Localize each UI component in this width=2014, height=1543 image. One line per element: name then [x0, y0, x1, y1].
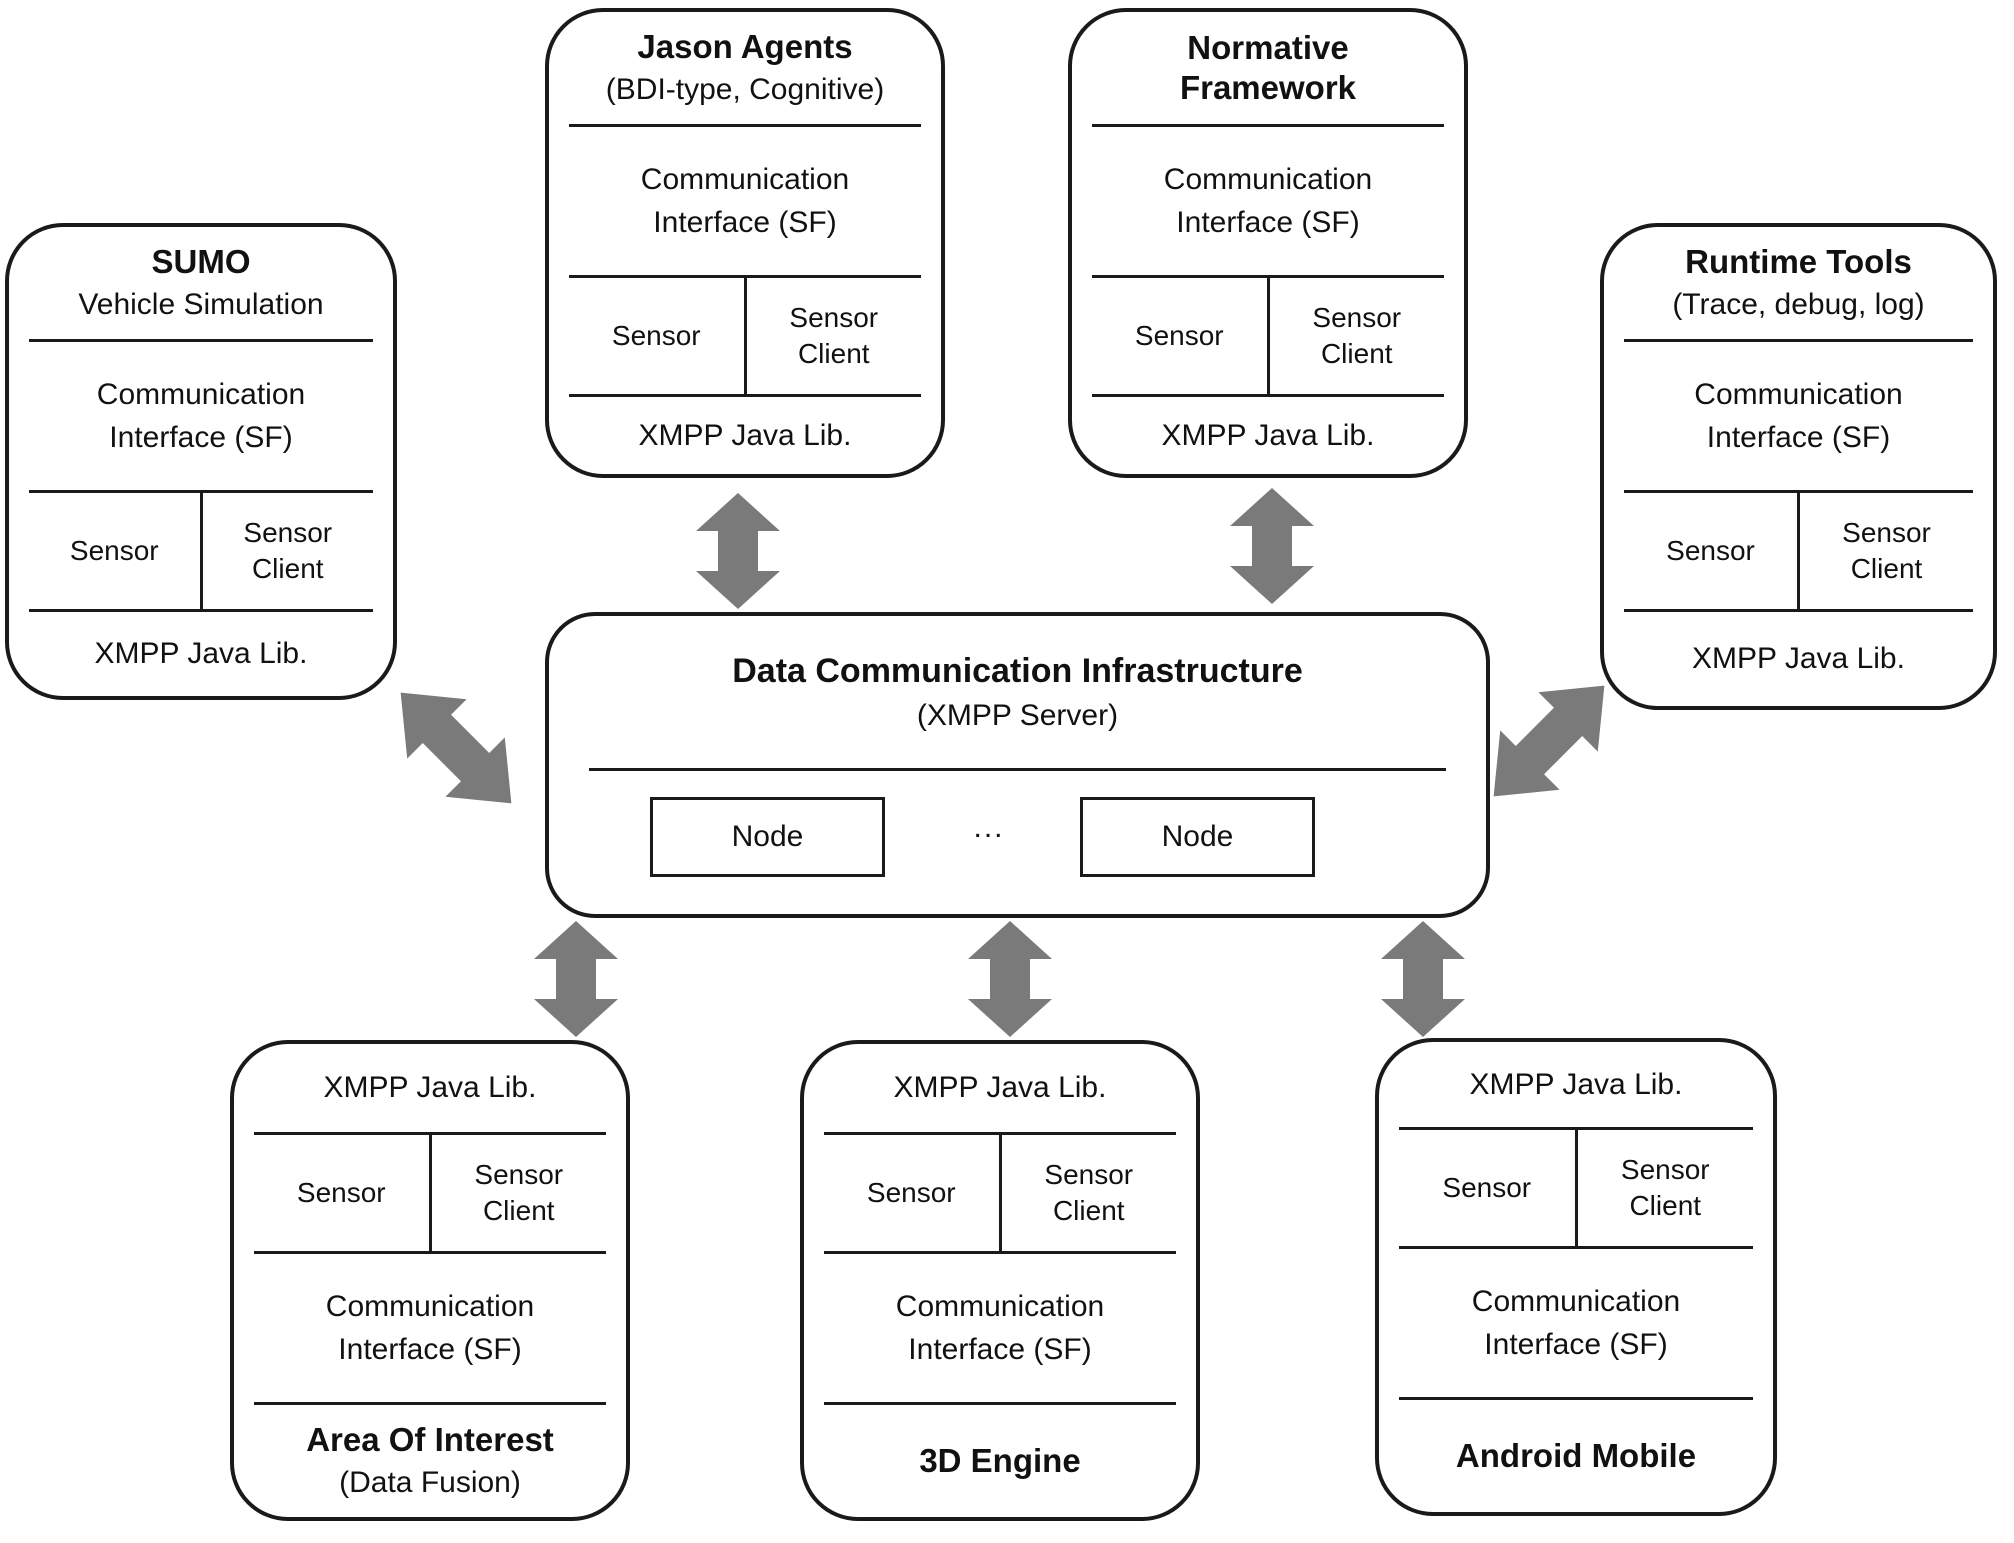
- module-subtitle: (Trace, debug, log): [1672, 288, 1925, 322]
- center-subtitle: (XMPP Server): [916, 698, 1119, 732]
- sensor-cell: Sensor: [1624, 493, 1800, 609]
- module-normative-framework: Normative Framework Communication Interf…: [1068, 8, 1468, 478]
- xmpp-lib-label: XMPP Java Lib.: [638, 418, 852, 452]
- sensor-row: Sensor Sensor Client: [29, 493, 373, 609]
- module-header: Area Of Interest (Data Fusion): [234, 1405, 626, 1517]
- divider: [824, 1251, 1176, 1254]
- module-header: Android Mobile: [1379, 1400, 1773, 1512]
- xmpp-lib-label: XMPP Java Lib.: [1469, 1067, 1683, 1101]
- sensor-client-cell: Sensor Client: [789, 301, 879, 369]
- sensor-row: Sensor Sensor Client: [1092, 278, 1444, 394]
- divider: [1092, 394, 1444, 397]
- double-arrow-sumo-center: [370, 662, 542, 834]
- divider: [1092, 275, 1444, 278]
- module-title: Runtime Tools: [1685, 243, 1912, 281]
- divider: [824, 1402, 1176, 1405]
- divider: [29, 490, 373, 493]
- divider: [824, 1132, 1176, 1135]
- sensor-cell: Sensor: [1092, 278, 1270, 394]
- module-title: Normative Framework: [1179, 28, 1357, 106]
- divider: [254, 1402, 606, 1405]
- sensor-row: Sensor Sensor Client: [254, 1135, 606, 1251]
- sensor-cell: Sensor: [1399, 1130, 1578, 1246]
- xmpp-lib-label: XMPP Java Lib.: [94, 637, 308, 670]
- sensor-row: Sensor Sensor Client: [824, 1135, 1176, 1251]
- divider: [1092, 124, 1444, 127]
- comm-interface-label: Communication Interface (SF): [325, 1289, 535, 1367]
- divider: [569, 124, 921, 127]
- double-arrow-center-3d: [968, 921, 1052, 1037]
- divider: [1399, 1246, 1753, 1249]
- module-title: Android Mobile: [1455, 1436, 1697, 1474]
- module-subtitle: Vehicle Simulation: [78, 288, 324, 322]
- divider: [254, 1132, 606, 1135]
- sensor-row: Sensor Sensor Client: [569, 278, 921, 394]
- node-area: Node ... Node: [549, 771, 1486, 914]
- divider: [1399, 1397, 1753, 1400]
- sensor-cell: Sensor: [569, 278, 747, 394]
- divider: [569, 275, 921, 278]
- comm-interface-label: Communication Interface (SF): [895, 1289, 1105, 1367]
- module-header: Normative Framework: [1072, 12, 1464, 124]
- module-header: Runtime Tools (Trace, debug, log): [1604, 227, 1993, 339]
- sensor-row: Sensor Sensor Client: [1624, 493, 1973, 609]
- xmpp-lib-label: XMPP Java Lib.: [323, 1071, 537, 1104]
- divider: [1624, 339, 1973, 342]
- ellipsis-label: ...: [973, 811, 1005, 844]
- comm-interface-label: Communication Interface (SF): [640, 162, 850, 240]
- module-header: SUMO Vehicle Simulation: [9, 227, 393, 339]
- sensor-cell: Sensor: [29, 493, 203, 609]
- module-3d-engine: 3D Engine Communication Interface (SF) S…: [800, 1040, 1200, 1521]
- module-runtime-tools: Runtime Tools (Trace, debug, log) Commun…: [1600, 223, 1997, 710]
- divider: [589, 768, 1446, 771]
- sensor-client-cell: Sensor Client: [243, 516, 333, 584]
- sensor-client-cell: Sensor Client: [1842, 516, 1931, 584]
- sensor-row: Sensor Sensor Client: [1399, 1130, 1753, 1246]
- sensor-client-cell: Sensor Client: [1620, 1153, 1710, 1221]
- sensor-client-cell: Sensor Client: [1044, 1158, 1134, 1226]
- sensor-cell: Sensor: [824, 1135, 1002, 1251]
- xmpp-lib-label: XMPP Java Lib.: [893, 1071, 1107, 1104]
- module-title: SUMO: [151, 243, 251, 281]
- module-title: 3D Engine: [919, 1441, 1081, 1479]
- comm-interface-label: Communication Interface (SF): [96, 377, 306, 455]
- xmpp-lib-label: XMPP Java Lib.: [1161, 418, 1375, 452]
- module-subtitle: (Data Fusion): [339, 1466, 521, 1500]
- double-arrow-center-aoi: [534, 921, 618, 1037]
- sensor-cell: Sensor: [254, 1135, 432, 1251]
- double-arrow-normative-center: [1230, 488, 1314, 604]
- divider: [1399, 1127, 1753, 1130]
- module-title: Area Of Interest: [306, 1421, 554, 1459]
- divider: [569, 394, 921, 397]
- center-infrastructure-box: Data Communication Infrastructure (XMPP …: [545, 612, 1490, 918]
- module-jason-agents: Jason Agents (BDI-type, Cognitive) Commu…: [545, 8, 945, 478]
- module-title: Jason Agents: [637, 28, 853, 66]
- double-arrow-center-android: [1381, 921, 1465, 1037]
- sensor-client-cell: Sensor Client: [1312, 301, 1402, 369]
- center-header: Data Communication Infrastructure (XMPP …: [549, 616, 1486, 768]
- comm-interface-label: Communication Interface (SF): [1471, 1284, 1681, 1362]
- node-box: Node: [1080, 797, 1315, 877]
- comm-interface-label: Communication Interface (SF): [1163, 162, 1373, 240]
- center-title: Data Communication Infrastructure: [732, 651, 1303, 690]
- divider: [1624, 609, 1973, 612]
- module-subtitle: (BDI-type, Cognitive): [605, 73, 885, 107]
- divider: [29, 339, 373, 342]
- divider: [254, 1251, 606, 1254]
- divider: [29, 609, 373, 612]
- module-area-of-interest: Area Of Interest (Data Fusion) Communica…: [230, 1040, 630, 1521]
- module-android-mobile: Android Mobile Communication Interface (…: [1375, 1038, 1777, 1516]
- divider: [1624, 490, 1973, 493]
- sensor-client-cell: Sensor Client: [474, 1158, 564, 1226]
- comm-interface-label: Communication Interface (SF): [1694, 377, 1903, 455]
- double-arrow-jason-center: [696, 493, 780, 609]
- module-header: 3D Engine: [804, 1405, 1196, 1517]
- module-sumo: SUMO Vehicle Simulation Communication In…: [5, 223, 397, 700]
- module-header: Jason Agents (BDI-type, Cognitive): [549, 12, 941, 124]
- xmpp-lib-label: XMPP Java Lib.: [1692, 642, 1905, 675]
- node-box: Node: [650, 797, 885, 877]
